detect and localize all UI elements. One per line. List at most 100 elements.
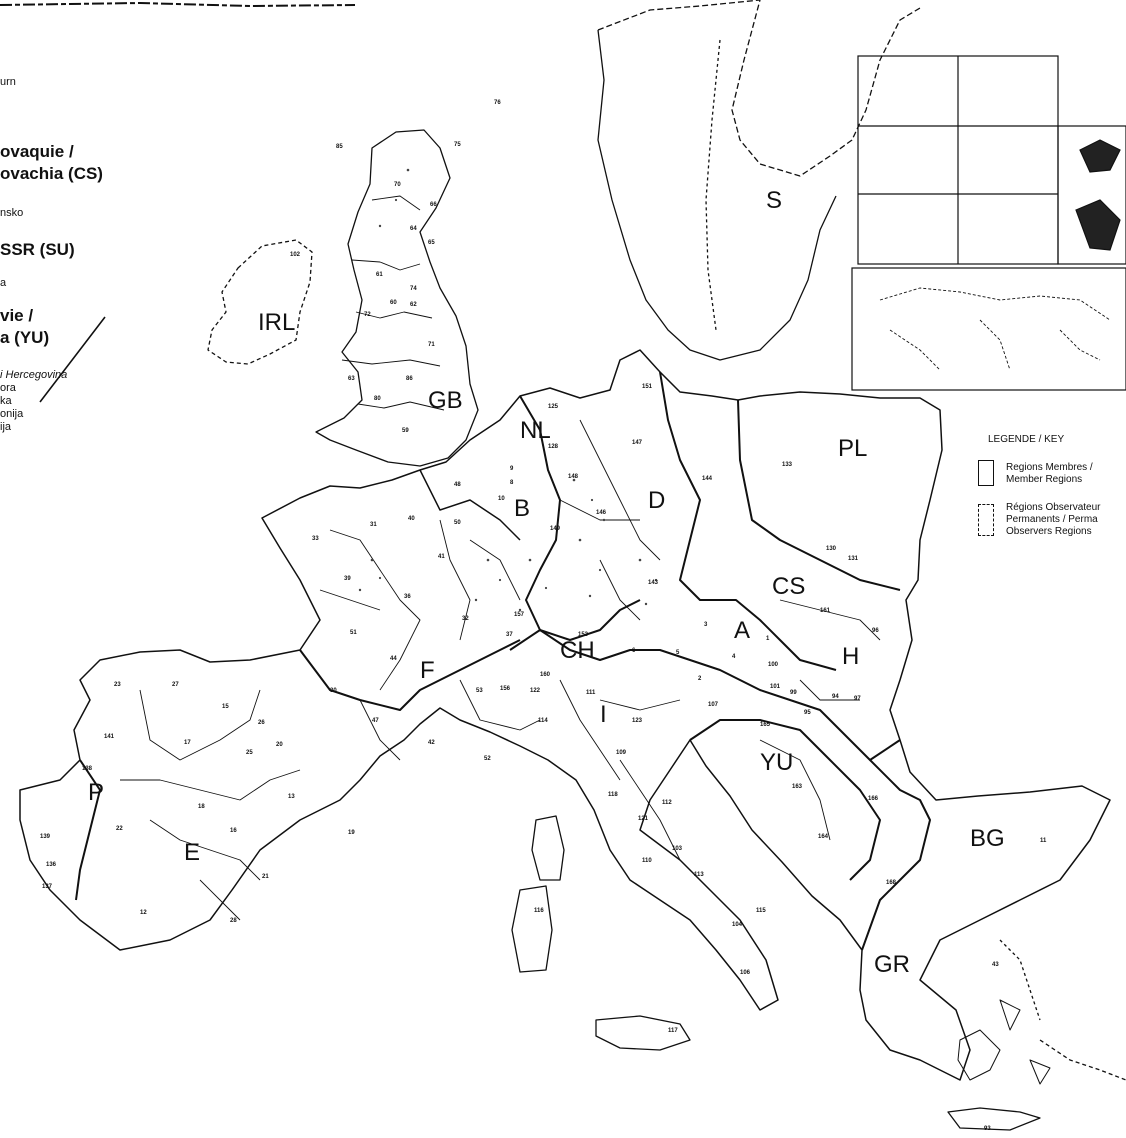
region-number: 75 (454, 142, 461, 148)
region-number: 156 (500, 686, 511, 692)
region-number: 33 (312, 536, 319, 542)
region-number: 93 (984, 1126, 991, 1132)
country-label-pl: PL (838, 435, 867, 462)
region-number: 86 (406, 376, 413, 382)
region-number: 102 (290, 252, 301, 258)
region-number: 139 (40, 834, 51, 840)
italy-region-borders (559, 679, 681, 861)
region-number: 161 (820, 608, 831, 614)
region-number: 1 (766, 636, 770, 642)
legend-member-en: Member Regions (1006, 474, 1083, 485)
sardinia (511, 885, 553, 973)
region-number: 168 (886, 880, 897, 886)
region-number: 64 (410, 226, 417, 232)
country-label-gb: GB (428, 387, 463, 414)
region-number: 103 (672, 846, 683, 852)
legend-observer-en: Observers Regions (1006, 526, 1092, 537)
country-label-f: F (420, 657, 435, 684)
east-region-borders (759, 599, 881, 841)
country-label-irl: IRL (258, 309, 295, 336)
spain-region-borders (120, 689, 301, 921)
great-britain-coast (315, 129, 479, 467)
country-label-cs: CS (772, 573, 805, 600)
border-france-south (299, 639, 521, 711)
sidebar-line: ka (0, 395, 12, 407)
border-bulgaria (861, 759, 931, 951)
aegean-islands (957, 999, 1051, 1085)
region-number: 9 (510, 466, 514, 472)
continent-coast (19, 349, 1111, 1081)
region-number: 164 (818, 834, 829, 840)
border-portugal (75, 759, 101, 901)
sidebar-line: ovaquie / (0, 142, 74, 161)
region-number: 18 (198, 804, 205, 810)
region-number: 133 (782, 462, 793, 468)
region-number: 114 (538, 718, 548, 724)
region-number: 101 (770, 684, 781, 690)
region-number: 59 (402, 428, 409, 434)
scandinavia-coast (597, 0, 921, 177)
region-number: 72 (364, 312, 371, 318)
country-label-s: S (766, 187, 782, 214)
region-number: 20 (276, 742, 283, 748)
region-number: 137 (42, 884, 53, 890)
region-number: 66 (430, 202, 437, 208)
region-number: 71 (428, 342, 435, 348)
region-number: 63 (348, 376, 355, 382)
region-number: 22 (116, 826, 123, 832)
sidebar-line: i Hercegovina (0, 369, 68, 381)
region-number: 146 (596, 510, 607, 516)
legend-title: LEGENDE / KEY (988, 434, 1065, 445)
country-label-bg: BG (970, 825, 1005, 852)
region-number: 70 (394, 182, 401, 188)
member-region-swatch (978, 460, 994, 486)
border-germany-west (519, 395, 641, 641)
turkey-border (1039, 1039, 1126, 1081)
region-number: 12 (140, 910, 147, 916)
sidebar-line: onija (0, 408, 24, 420)
region-number: 16 (230, 828, 237, 834)
region-number: 100 (768, 662, 779, 668)
region-number: 141 (104, 734, 115, 740)
border-alps (509, 629, 901, 761)
sidebar-line: ora (0, 382, 16, 394)
strike-line (39, 316, 106, 403)
region-number: 147 (632, 440, 643, 446)
region-number: 143 (648, 580, 659, 586)
region-number: 36 (404, 594, 411, 600)
region-number: 107 (708, 702, 719, 708)
region-number: 95 (804, 710, 811, 716)
region-number: 27 (172, 682, 179, 688)
border-poland (737, 399, 901, 591)
region-number: 110 (642, 858, 652, 864)
region-number: 39 (344, 576, 351, 582)
border-benelux (419, 469, 521, 541)
region-number: 2 (698, 676, 702, 682)
region-number: 130 (826, 546, 837, 552)
country-label-d: D (648, 487, 665, 514)
ireland-coast (207, 239, 313, 365)
sidebar-line: a (YU) (0, 328, 50, 347)
region-number: 50 (454, 520, 461, 526)
region-number: 44 (390, 656, 397, 662)
region-number: 74 (410, 286, 417, 292)
sweden-border (705, 39, 721, 331)
inset-world (851, 267, 1126, 391)
region-number: 43 (992, 962, 999, 968)
region-number: 118 (608, 792, 618, 798)
region-number: 125 (548, 404, 559, 410)
region-number: 144 (702, 476, 713, 482)
country-label-ch: CH (560, 637, 595, 664)
region-number: 21 (262, 874, 269, 880)
observer-region-swatch (978, 504, 994, 536)
crete (947, 1107, 1041, 1131)
aegean-coast (999, 939, 1041, 1021)
region-number: 97 (854, 696, 861, 702)
region-number: 31 (370, 522, 377, 528)
sidebar-line: a (0, 277, 7, 289)
region-number: 17 (184, 740, 191, 746)
region-number: 4 (732, 654, 736, 660)
border-yugoslavia (689, 719, 881, 881)
region-number: 11 (1040, 838, 1047, 844)
region-number: 157 (514, 612, 525, 618)
